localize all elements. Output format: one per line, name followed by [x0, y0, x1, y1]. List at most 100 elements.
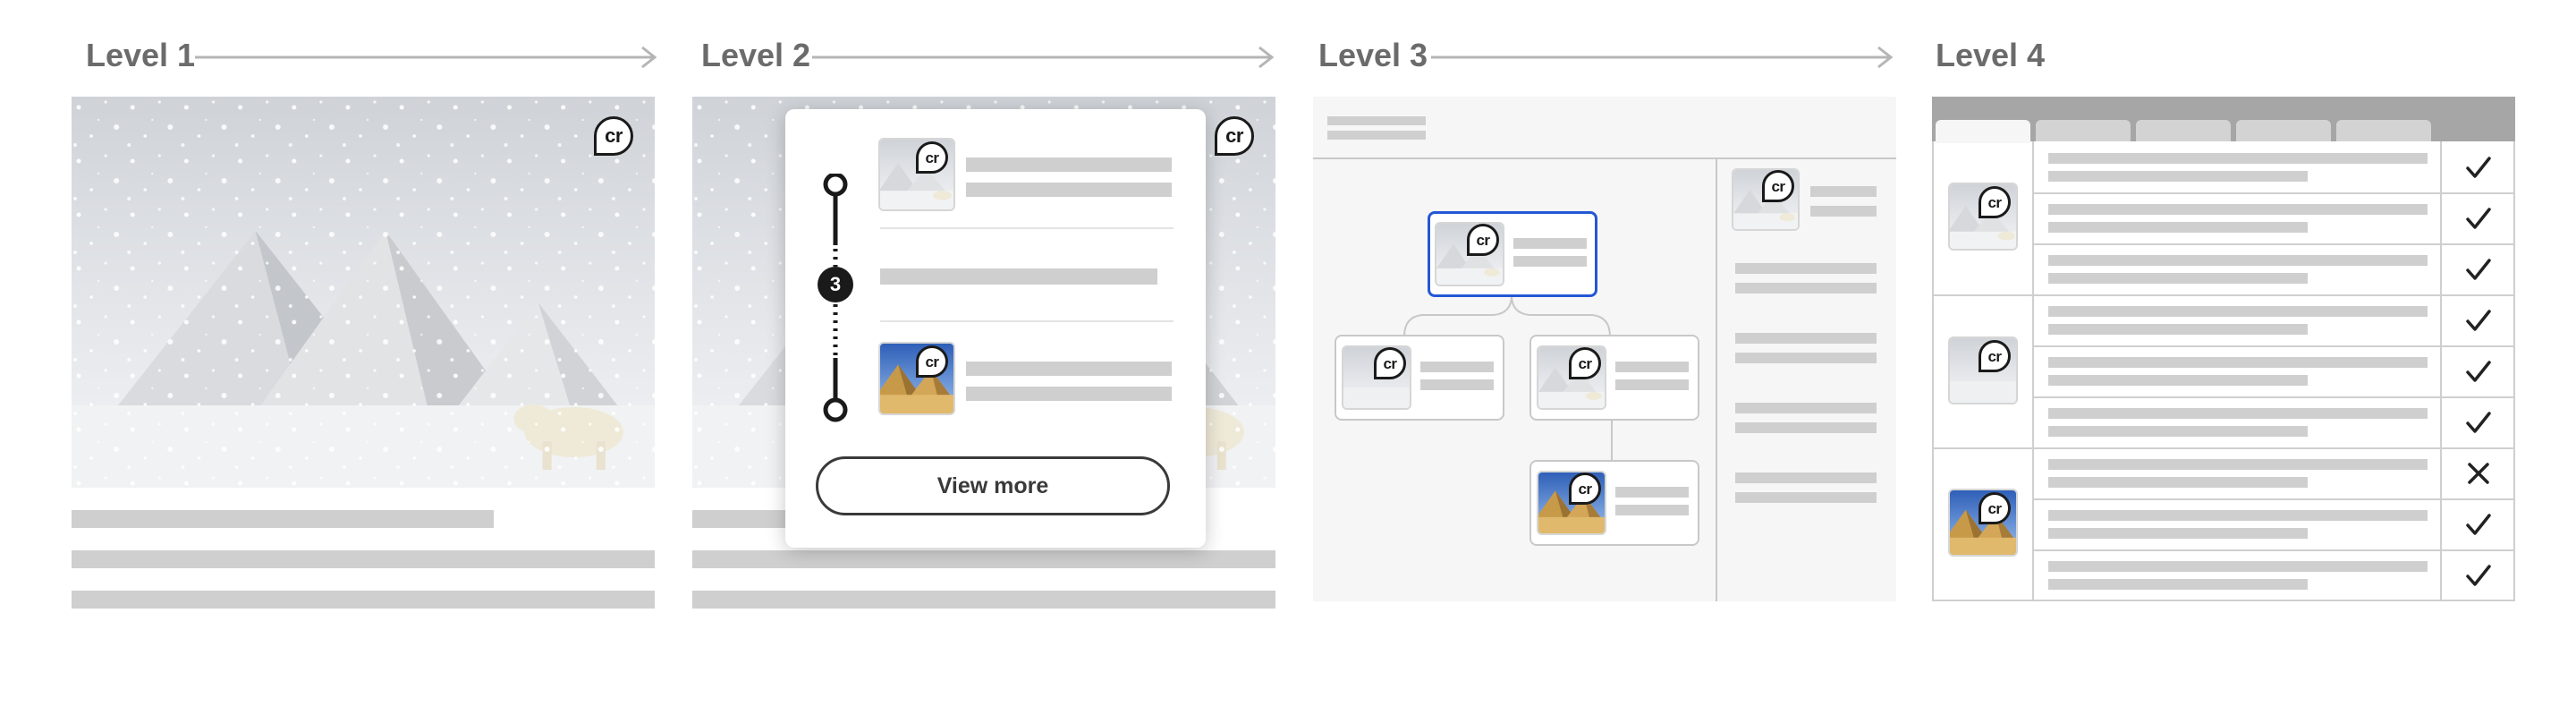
placeholder-text-bar: [1735, 492, 1877, 503]
content-credentials-icon[interactable]: cr: [1215, 116, 1254, 156]
check-icon: [2466, 361, 2491, 382]
placeholder-text-bar: [966, 387, 1172, 401]
content-credentials-icon[interactable]: cr: [594, 116, 633, 156]
check-icon: [2466, 157, 2491, 178]
tab[interactable]: [2236, 120, 2331, 141]
placeholder-text-bar: [1615, 505, 1689, 515]
placeholder-text-bar: [2048, 579, 2308, 590]
placeholder-text-bar: [1420, 362, 1494, 372]
content-credentials-icon: cr: [1569, 347, 1601, 379]
placeholder-text-bar: [2048, 273, 2308, 284]
snow-pyramids-photo: cr: [692, 97, 1275, 488]
placeholder-text-bar: [1327, 116, 1426, 125]
placeholder-text-bar: [966, 362, 1172, 376]
placeholder-text-bar: [72, 591, 655, 609]
placeholder-text-bar: [2048, 171, 2308, 182]
placeholder-text-bar: [2048, 459, 2428, 470]
divider: [1716, 157, 1717, 601]
placeholder-text-bar: [2048, 306, 2428, 317]
content-credentials-icon: cr: [1979, 340, 2011, 372]
placeholder-text-bar: [1735, 472, 1877, 483]
content-credentials-icon: cr: [1569, 472, 1601, 505]
placeholder-text-bar: [966, 157, 1172, 172]
placeholder-text-bar: [966, 183, 1172, 197]
placeholder-text-bar: [1513, 256, 1587, 267]
view-more-button[interactable]: View more: [816, 456, 1170, 515]
arrow-right-icon: [1431, 46, 1894, 69]
level-1-title: Level 1: [86, 37, 196, 73]
content-credentials-icon: cr: [1979, 492, 2011, 524]
arrow-right-icon: [812, 46, 1275, 69]
level-3-title: Level 3: [1318, 37, 1428, 73]
snow-pyramids-photo: cr: [72, 97, 655, 488]
divider: [2032, 141, 2034, 601]
placeholder-text-bar: [2048, 561, 2428, 572]
placeholder-text-bar: [1735, 283, 1877, 294]
tab[interactable]: [2136, 120, 2231, 141]
check-icon: [2466, 208, 2491, 229]
placeholder-title-bar: [72, 510, 494, 528]
placeholder-text-bar: [2048, 255, 2428, 266]
divider: [2034, 243, 2515, 245]
cross-icon: [2468, 463, 2489, 484]
placeholder-text-bar: [1513, 238, 1587, 249]
divider: [1313, 157, 1896, 159]
divider: [2034, 498, 2515, 500]
placeholder-text-bar: [1615, 487, 1689, 498]
placeholder-text-bar: [1735, 403, 1877, 413]
level-2-title: Level 2: [701, 37, 811, 73]
placeholder-text-bar: [692, 550, 1275, 568]
placeholder-text-bar: [2048, 204, 2428, 215]
placeholder-text-bar: [2048, 357, 2428, 368]
check-icon: [2466, 259, 2491, 280]
content-credentials-icon: cr: [916, 345, 948, 378]
placeholder-text-bar: [1420, 379, 1494, 390]
tab[interactable]: [2336, 120, 2431, 141]
placeholder-text-bar: [1735, 263, 1877, 274]
content-credentials-icon: cr: [1762, 170, 1794, 202]
placeholder-text-bar: [2048, 222, 2308, 233]
placeholder-text-bar: [1615, 379, 1689, 390]
placeholder-text-bar: [1735, 422, 1877, 433]
divider: [2034, 549, 2515, 551]
placeholder-text-bar: [1615, 362, 1689, 372]
check-icon: [2466, 514, 2491, 535]
placeholder-text-bar: [2048, 408, 2428, 419]
placeholder-text-bar: [72, 550, 655, 568]
content-credentials-icon: cr: [1374, 347, 1406, 379]
provenance-popup: 3 cr cr View more: [785, 109, 1206, 548]
divider: [2034, 192, 2515, 194]
tab-active[interactable]: [1936, 120, 2030, 143]
placeholder-text-bar: [2048, 528, 2308, 539]
content-credentials-icon: cr: [916, 141, 948, 174]
placeholder-text-bar: [2048, 510, 2428, 521]
step-count-badge[interactable]: 3: [818, 267, 853, 302]
placeholder-text-bar: [1810, 186, 1877, 197]
divider: [2440, 141, 2442, 601]
check-icon: [2466, 412, 2491, 433]
tab[interactable]: [2036, 120, 2131, 141]
placeholder-text-bar: [1810, 206, 1877, 217]
check-icon: [2466, 310, 2491, 331]
placeholder-text-bar: [1327, 131, 1426, 140]
placeholder-text-bar: [880, 268, 1157, 285]
placeholder-text-bar: [692, 591, 1275, 609]
placeholder-text-bar: [1735, 333, 1877, 344]
divider: [2034, 396, 2515, 398]
placeholder-text-bar: [1735, 353, 1877, 363]
divider: [1932, 447, 2515, 449]
check-icon: [2466, 565, 2491, 586]
placeholder-text-bar: [2048, 153, 2428, 164]
divider: [880, 227, 1174, 229]
placeholder-text-bar: [2048, 375, 2308, 386]
tree-connectors: [1403, 295, 1613, 462]
content-credentials-icon: cr: [1979, 186, 2011, 218]
divider: [1932, 294, 2515, 296]
content-credentials-icon: cr: [1467, 224, 1499, 256]
placeholder-text-bar: [2048, 324, 2308, 335]
placeholder-text-bar: [2048, 426, 2308, 437]
divider: [2034, 345, 2515, 347]
level-4-title: Level 4: [1936, 37, 2046, 73]
history-timeline: [823, 174, 848, 422]
divider: [880, 320, 1174, 322]
